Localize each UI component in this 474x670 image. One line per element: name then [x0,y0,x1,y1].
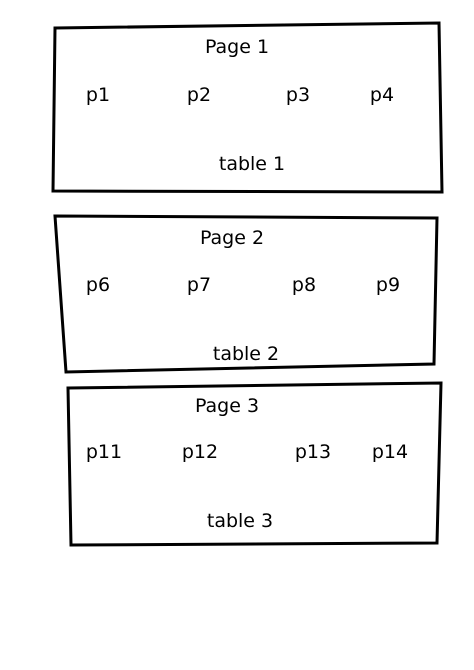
page-1-item-4: p4 [370,84,394,106]
page-footer-2: table 2 [213,343,279,365]
page-3-item-3: p13 [295,441,331,463]
page-box-2: Page 2 p6 p7 p8 p9 table 2 [53,214,439,374]
page-2-item-3: p8 [292,274,316,296]
page-3-item-1: p11 [86,441,122,463]
page-3-item-4: p14 [372,441,408,463]
page-footer-3: table 3 [207,510,273,532]
page-box-1-outline [51,21,444,194]
page-title-3: Page 3 [195,395,259,417]
page-3-item-2: p12 [182,441,218,463]
page-box-3: Page 3 p11 p12 p13 p14 table 3 [66,381,443,547]
page-box-3-outline [66,381,443,547]
page-1-item-1: p1 [86,84,110,106]
page-box-2-outline [53,214,439,374]
page-1-item-3: p3 [286,84,310,106]
page-box-1: Page 1 p1 p2 p3 p4 table 1 [51,21,444,194]
page-1-item-2: p2 [187,84,211,106]
page-title-2: Page 2 [200,227,264,249]
page-2-item-1: p6 [86,274,110,296]
page-footer-1: table 1 [219,153,285,175]
page-2-item-4: p9 [376,274,400,296]
page-title-1: Page 1 [205,36,269,58]
page-2-item-2: p7 [187,274,211,296]
